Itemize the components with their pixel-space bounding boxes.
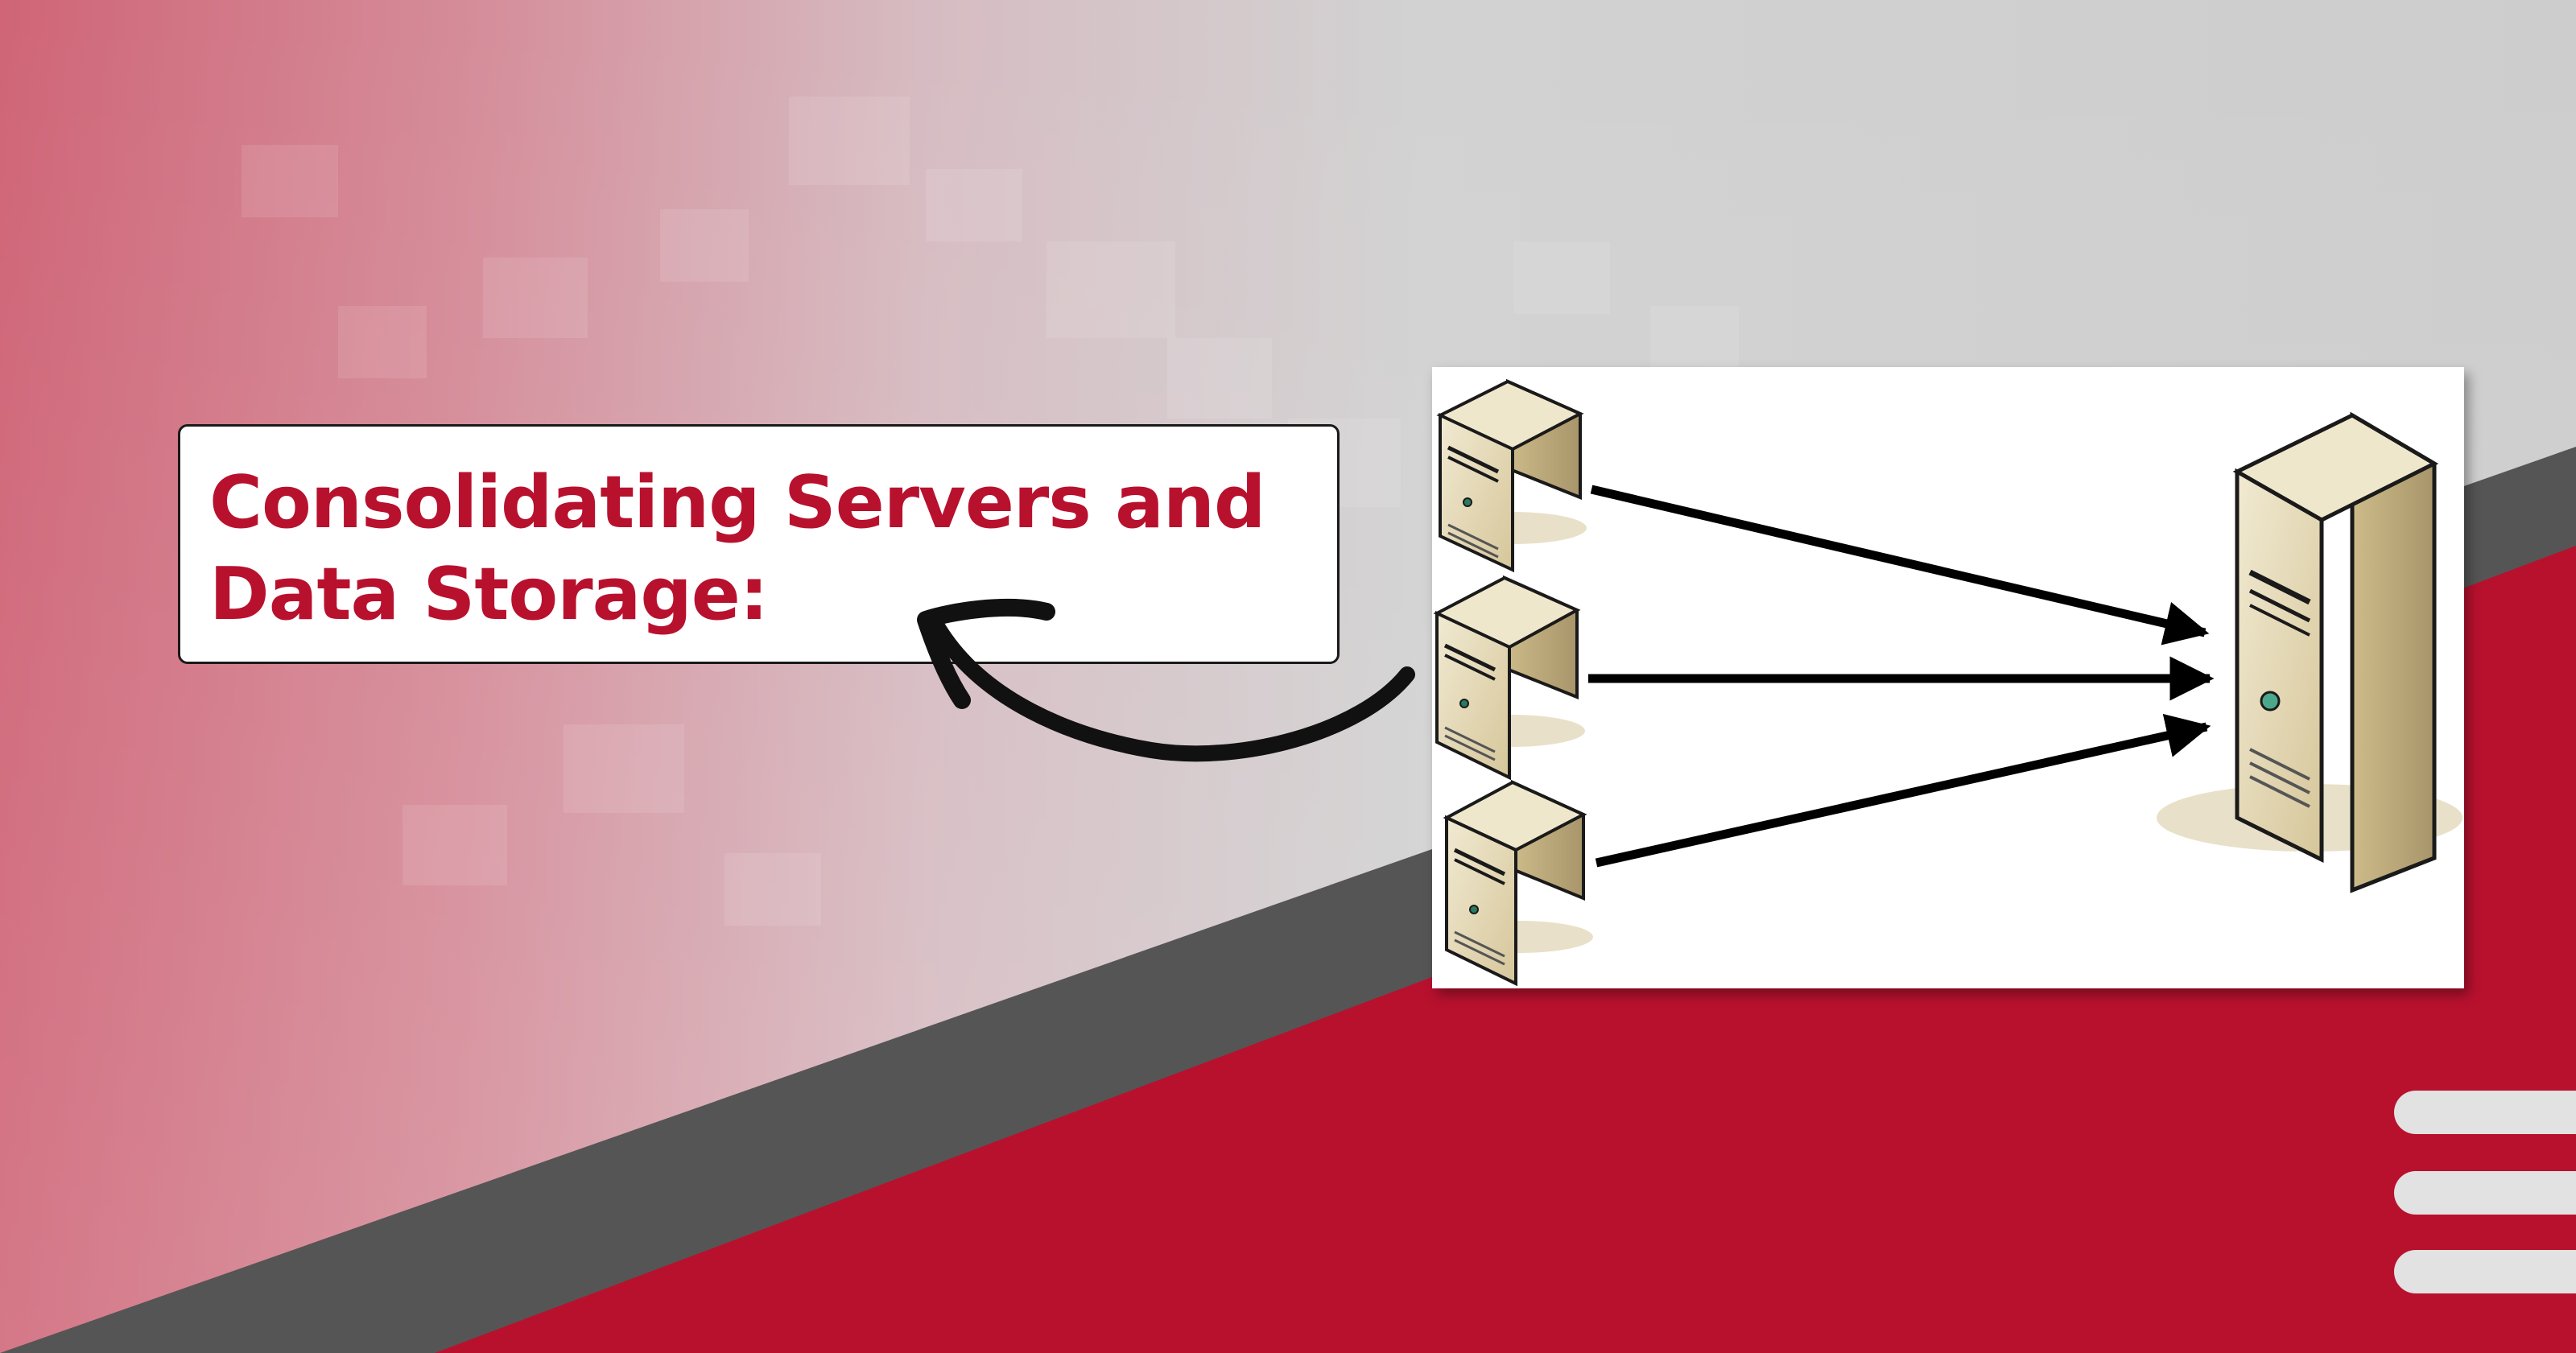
target-server: [2157, 411, 2462, 893]
arrow-server-3: [1595, 713, 2211, 868]
arrow-server-1: [1590, 485, 2210, 646]
title-line-2: Data Storage:: [209, 552, 769, 637]
server-consolidation-diagram: [1433, 378, 2462, 987]
menu-bar-1: [2394, 1091, 2576, 1134]
source-server-1: [1436, 378, 1587, 573]
diagram-frame: [1432, 367, 2464, 988]
background-texture: [242, 97, 1739, 926]
title-box: Consolidating Servers and Data Storage:: [178, 424, 1340, 664]
source-server-2: [1433, 575, 1585, 781]
title-line-1: Consolidating Servers and: [209, 460, 1265, 545]
source-server-3: [1443, 779, 1593, 987]
consolidation-arrows: [1588, 485, 2215, 868]
menu-bar-3: [2394, 1250, 2576, 1293]
menu-bar-2: [2394, 1171, 2576, 1215]
